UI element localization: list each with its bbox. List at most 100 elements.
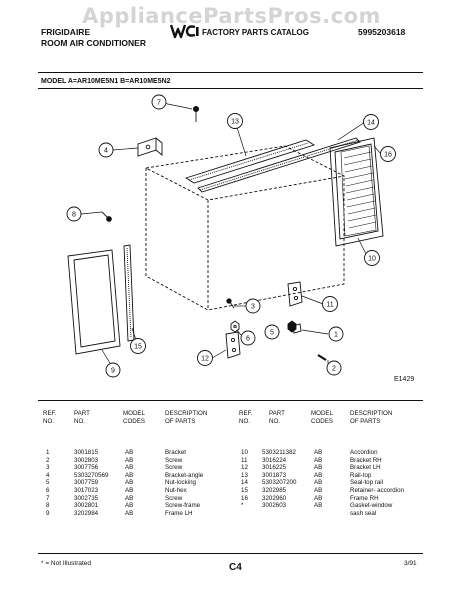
parts-cell-desc: Nut-hex <box>165 486 187 494</box>
parts-cell-ref: 4 <box>46 471 50 479</box>
footnote: * = Not Illustrated <box>41 560 92 567</box>
callout-6: 6 <box>246 336 250 343</box>
parts-cell-ref: 9 <box>46 509 50 517</box>
parts-cell-model: AB <box>314 479 323 487</box>
parts-cell-desc: Screw-frame <box>165 502 201 510</box>
callout-1: 1 <box>334 332 338 339</box>
parts-cell-part: 3007756 <box>74 464 99 472</box>
parts-cell-ref: 3 <box>46 464 50 472</box>
screw-2 <box>317 354 327 361</box>
parts-cell-part: 3002803 <box>74 456 99 464</box>
callout-4: 4 <box>104 148 108 155</box>
parts-cell-ref: 2 <box>46 456 50 464</box>
parts-cell-part <box>262 510 296 518</box>
callout-15: 15 <box>134 344 142 351</box>
parts-cell-ref: 14 <box>241 479 248 487</box>
header-brand-block: FRIGIDAIRE ROOM AIR CONDITIONER <box>41 27 146 49</box>
parts-cell-ref: 1 <box>46 449 50 456</box>
parts-cell-model: AB <box>125 479 134 487</box>
parts-cell-part: 3202985 <box>262 486 287 494</box>
parts-cell-part: 5303270569 <box>74 471 109 479</box>
parts-cell-desc: Screw <box>165 464 183 472</box>
parts-cell-part: 5303207200 <box>262 479 297 487</box>
header-ref: REF.NO. <box>43 410 57 425</box>
callout-bubbles: 7 4 8 13 14 16 10 11 15 9 3 12 6 5 1 2 <box>66 94 396 378</box>
callout-7: 7 <box>157 100 161 107</box>
parts-cell-part: 3001873 <box>262 471 287 479</box>
revision-date: 3/91 <box>404 560 417 567</box>
parts-cell-ref: * <box>241 502 244 510</box>
callout-16: 16 <box>384 152 392 159</box>
screw-7 <box>192 105 200 122</box>
parts-cell-part: 3016225 <box>262 464 287 472</box>
parts-cell-desc: Screw <box>165 456 183 464</box>
parts-cell-part: 3202960 <box>262 494 287 502</box>
nut-hex <box>230 320 240 333</box>
parts-cell-part: 3202984 <box>74 509 99 517</box>
parts-cell-desc: Bracket RH <box>350 456 382 464</box>
figure-code: E1429 <box>394 376 415 383</box>
parts-cell-ref: 11 <box>241 456 248 464</box>
parts-cell-part: 3002801 <box>74 502 99 510</box>
bracket-rh <box>287 281 303 307</box>
parts-cell-ref: 15 <box>241 486 248 494</box>
parts-cell-model: AB <box>125 486 134 494</box>
parts-cell-desc: Seal-top rail <box>350 479 384 487</box>
exploded-parts-diagram: 7 4 8 13 14 16 10 11 15 9 3 12 6 5 1 2 <box>66 94 396 378</box>
callout-11: 11 <box>326 302 333 309</box>
callout-14: 14 <box>367 120 375 127</box>
parts-cell-part: 5303211382 <box>262 449 296 456</box>
screw-frame-8 <box>101 211 112 222</box>
parts-cell-ref: 6 <box>46 486 50 494</box>
parts-cell-desc: Bracket <box>165 449 186 456</box>
header-ref-right: REF.NO. <box>239 410 253 425</box>
parts-cell-model: AB <box>314 486 323 494</box>
callout-3: 3 <box>251 304 255 311</box>
parts-cell-model: AB <box>314 456 323 464</box>
wci-logo <box>169 23 200 44</box>
parts-cell-model: AB <box>125 494 134 502</box>
parts-cell-ref: 16 <box>241 494 248 502</box>
frame-rh <box>329 137 384 247</box>
callout-10: 10 <box>368 256 376 263</box>
parts-cell-ref: 10 <box>241 449 248 456</box>
callout-9: 9 <box>111 368 115 375</box>
parts-cell-model <box>314 510 322 518</box>
catalog-title: FACTORY PARTS CATALOG <box>202 28 309 37</box>
parts-cell-ref <box>241 510 248 518</box>
parts-cell-model: AB <box>314 464 323 472</box>
parts-cell-model: AB <box>125 449 134 456</box>
callout-8: 8 <box>72 212 76 219</box>
model-line: MODEL A=AR10ME5N1 B=AR10ME5N2 <box>41 78 171 85</box>
parts-cell-model: AB <box>314 449 323 456</box>
cabinet-outline <box>144 145 346 311</box>
parts-cell-desc: Retainer- accordion <box>350 486 404 494</box>
bracket-lh <box>225 331 241 359</box>
parts-cell-desc: sash seal <box>350 509 377 517</box>
screw-3 <box>226 298 235 309</box>
parts-cell-model: AB <box>314 471 323 479</box>
seal-top-rail <box>197 137 361 193</box>
parts-cell-part: 3001815 <box>74 449 99 456</box>
callout-5: 5 <box>270 330 274 337</box>
catalog-number: 5995203618 <box>358 27 406 37</box>
model-rule <box>38 88 423 89</box>
parts-cell-ref: 7 <box>46 494 50 502</box>
parts-cell-ref: 8 <box>46 502 50 510</box>
bracket-1 <box>292 323 302 334</box>
parts-cell-part: 3002735 <box>74 494 99 502</box>
callout-2: 2 <box>332 366 336 373</box>
callout-12: 12 <box>201 356 209 363</box>
table-top-rule <box>38 400 423 401</box>
